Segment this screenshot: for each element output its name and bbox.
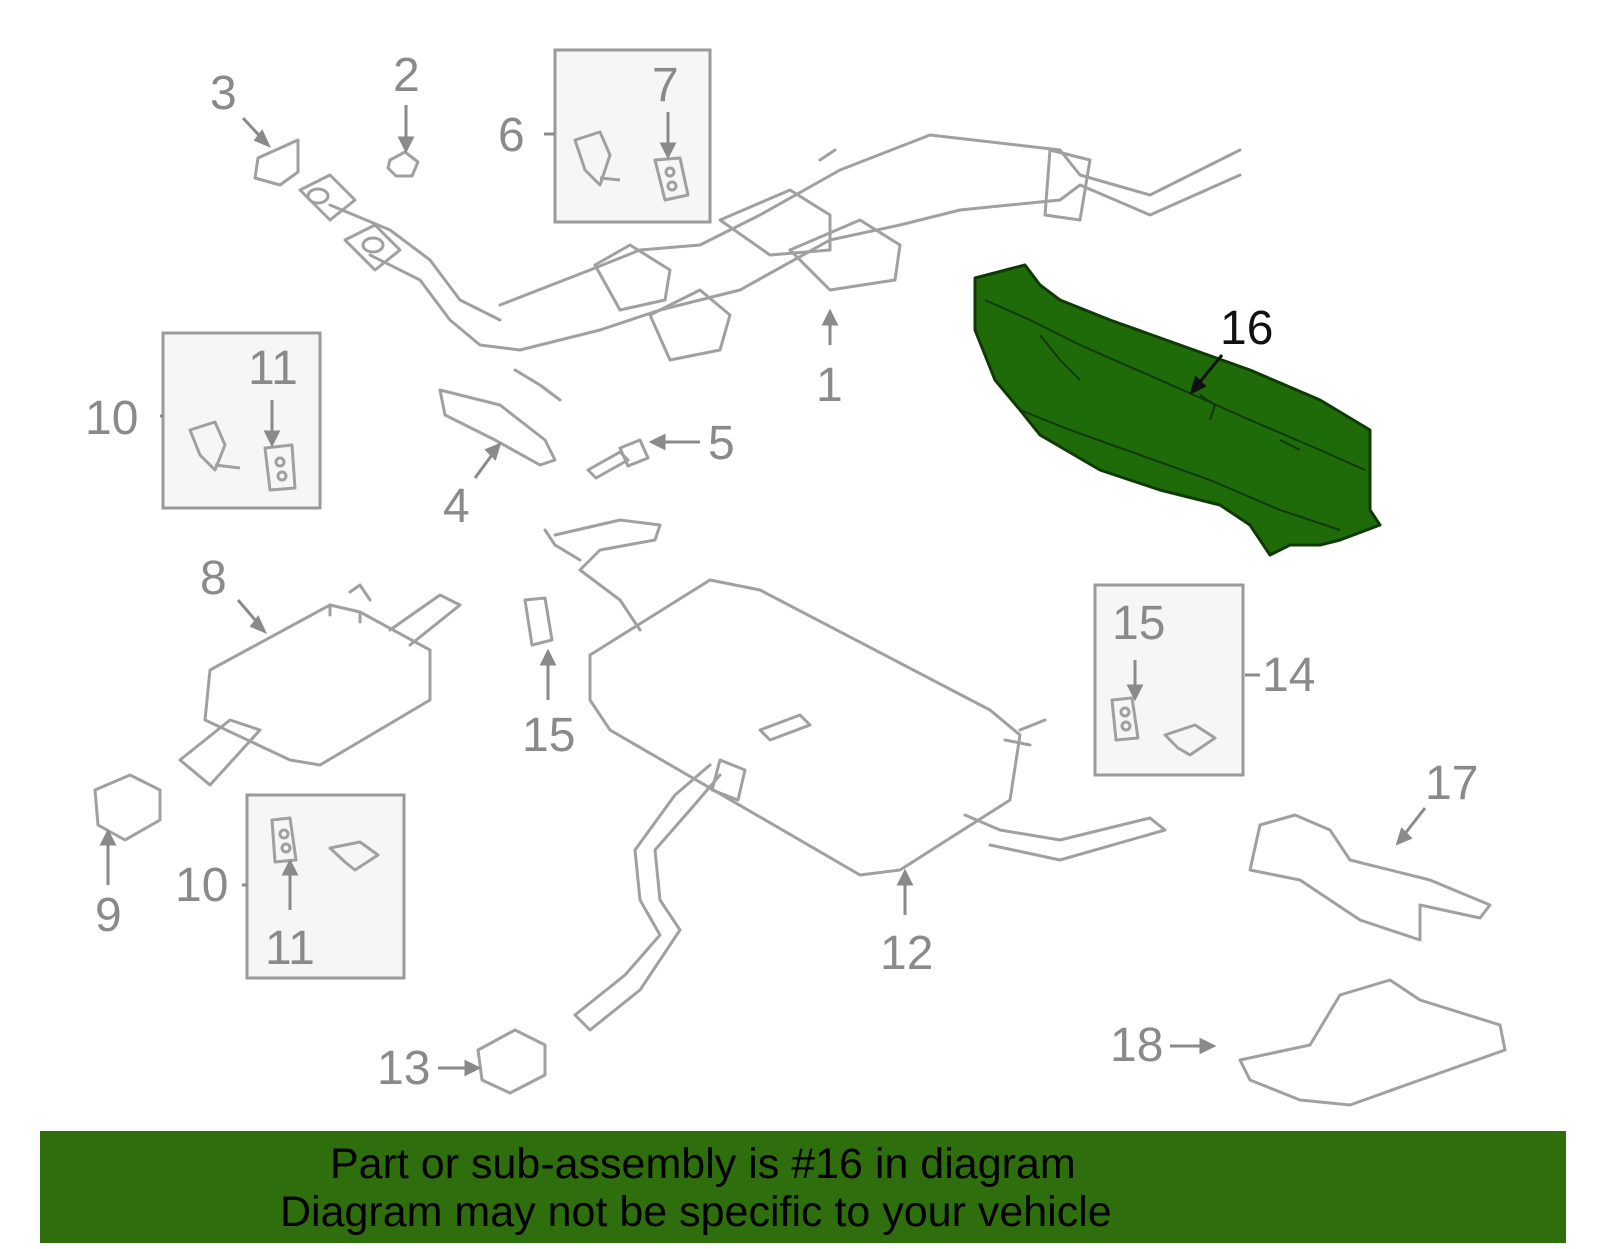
callout-12: 12 (880, 927, 934, 980)
part-15a-drawing (523, 596, 554, 647)
part-2-drawing (386, 150, 420, 178)
callout-1: 1 (816, 359, 843, 412)
part-12-drawing (543, 518, 1167, 1032)
callout-18: 18 (1110, 1019, 1164, 1072)
callout-4: 4 (443, 480, 470, 533)
callout-16: 16 (1220, 302, 1274, 355)
callout-10-upper: 10 (85, 392, 139, 445)
callout-8: 8 (200, 552, 227, 605)
callout-7: 7 (652, 59, 679, 112)
callout-15-lower: 15 (522, 709, 576, 762)
callout-11-upper: 11 (248, 342, 298, 395)
part-8-drawing (178, 583, 462, 787)
exhaust-parts-diagram: 3 2 6 7 1 10 11 4 5 8 9 10 11 15 12 13 1… (85, 48, 1507, 1107)
callout-6: 6 (498, 109, 525, 162)
callout-17: 17 (1425, 757, 1479, 810)
part-16-heat-shield-drawing (973, 263, 1382, 557)
callout-9: 9 (95, 889, 122, 942)
part-1-drawing (298, 133, 1242, 402)
callout-10-lower: 10 (175, 859, 229, 912)
part-13-drawing (476, 1028, 547, 1095)
banner-line-2: Diagram may not be specific to your vehi… (280, 1188, 1112, 1236)
part-17-drawing (1248, 813, 1492, 942)
callout-2: 2 (393, 49, 420, 102)
part-4-drawing (438, 388, 557, 467)
part-18-drawing (1238, 978, 1507, 1107)
part-5-drawing (586, 438, 650, 480)
callout-3: 3 (210, 67, 237, 120)
callout-15-box: 15 (1112, 597, 1166, 650)
part-9-drawing (93, 773, 162, 842)
banner-line-1: Part or sub-assembly is #16 in diagram (330, 1140, 1076, 1188)
diagram-artwork (93, 48, 1507, 1107)
callout-13: 13 (377, 1042, 431, 1095)
callout-5: 5 (708, 417, 735, 470)
callout-11-lower: 11 (265, 922, 315, 975)
info-banner: Part or sub-assembly is #16 in diagram D… (40, 1131, 1566, 1243)
box-6 (553, 48, 712, 224)
box-14 (1093, 583, 1245, 777)
callout-14: 14 (1262, 649, 1316, 702)
part-3-drawing (253, 138, 300, 187)
